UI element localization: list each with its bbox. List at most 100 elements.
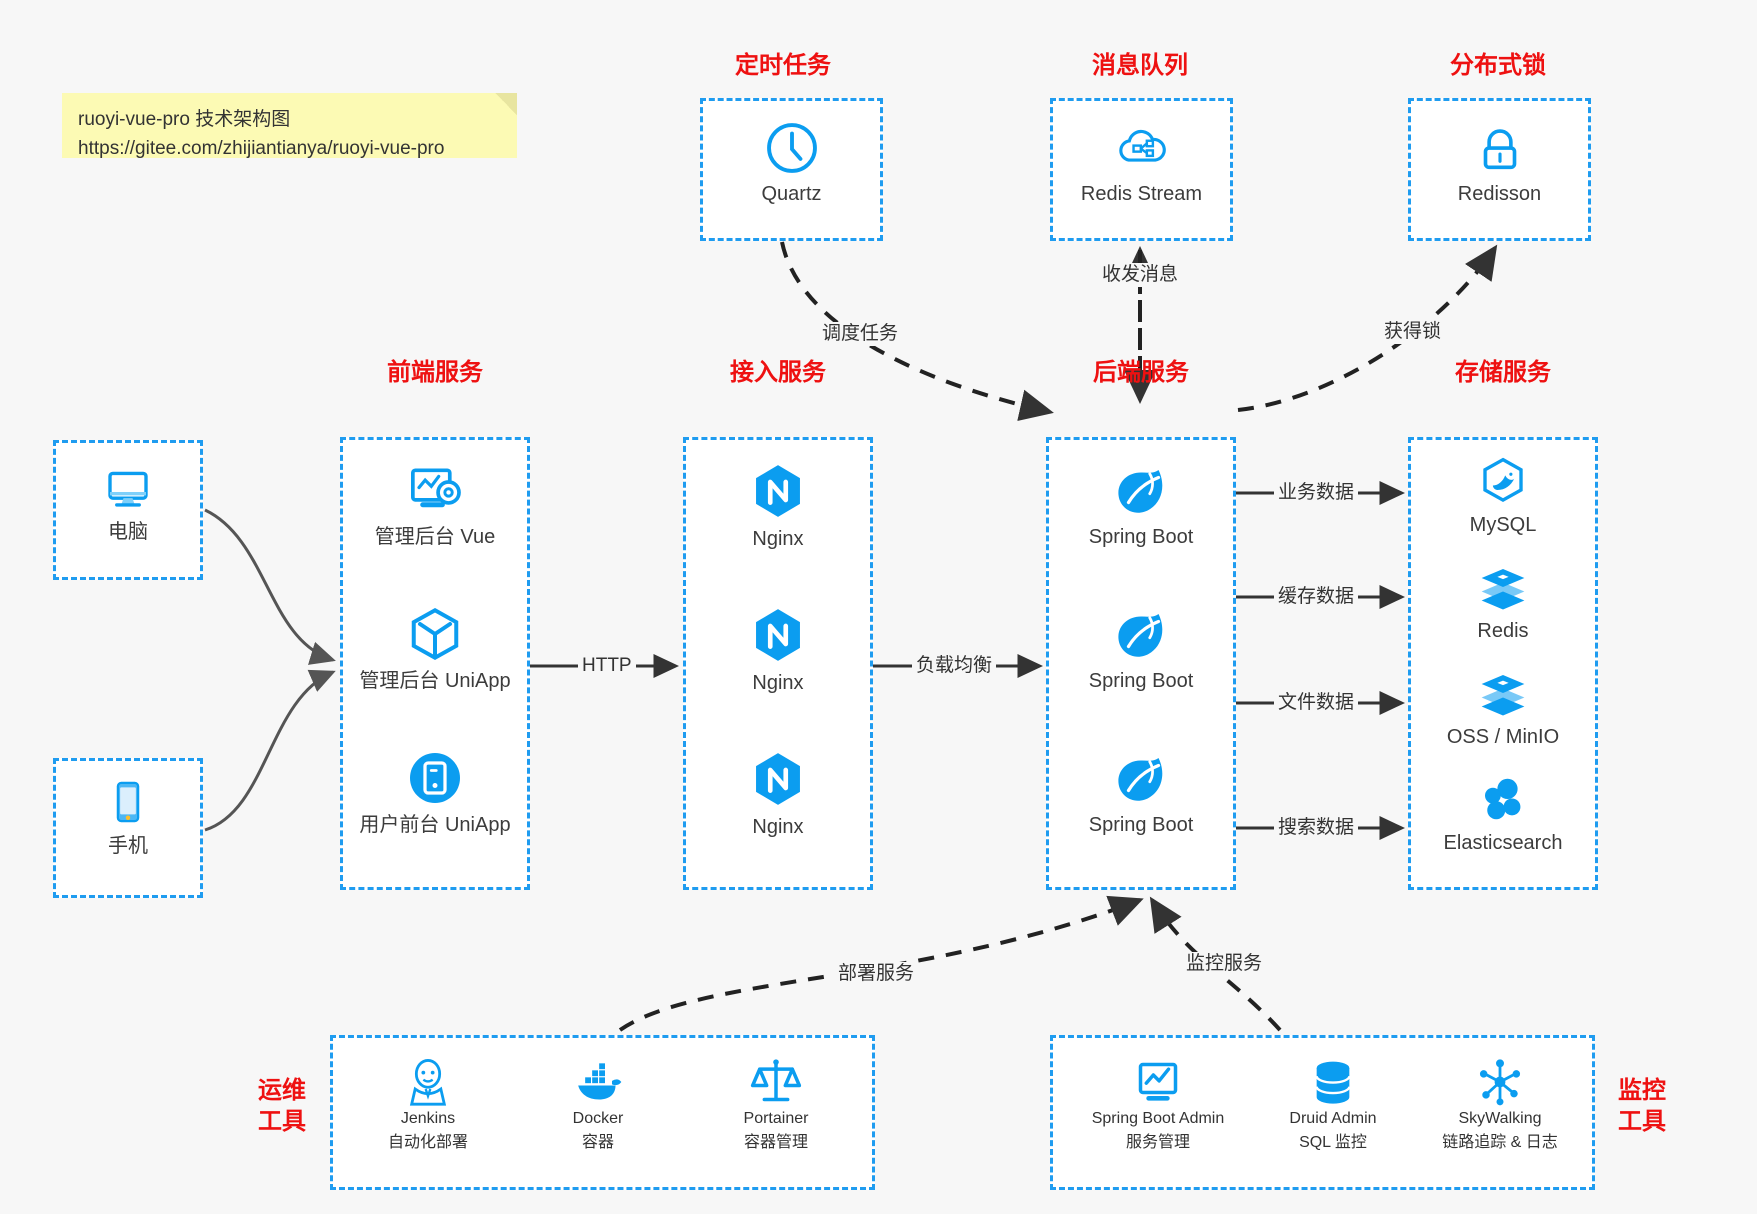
node-label: Spring Boot: [1088, 670, 1194, 692]
node-label: Redis Stream: [1080, 183, 1203, 205]
spring-leaf-icon: [1118, 470, 1163, 513]
note-line-title: ruoyi-vue-pro 技术架构图: [78, 109, 291, 130]
node-label: Nginx: [752, 816, 804, 838]
node-quartz[interactable]: Quartz: [703, 119, 880, 207]
group-box-storage: MySQL Redis OSS / MinIO: [1408, 437, 1598, 890]
node-label: Nginx: [752, 672, 804, 694]
redis-stack-icon: [1481, 675, 1525, 716]
group-box-monitoring: Spring Boot Admin 服务管理 Druid Admin SQL 监…: [1050, 1035, 1595, 1190]
edge-label-schedule-task: 调度任务: [818, 322, 903, 346]
monitor-chart-icon: [1138, 1062, 1178, 1101]
node-redis[interactable]: Redis: [1411, 560, 1595, 644]
node-label: Redisson: [1457, 183, 1542, 205]
node-label: 手机: [108, 835, 148, 857]
edge-label-http: HTTP: [578, 654, 636, 678]
node-label: Jenkins: [400, 1110, 456, 1127]
devops-title-line2: 工具: [258, 1108, 306, 1135]
monitoring-title-line1: 监控: [1618, 1077, 1666, 1104]
node-redis-stream[interactable]: Redis Stream: [1053, 119, 1230, 207]
lock-icon: [1483, 129, 1516, 170]
group-box-message-queue: Redis Stream: [1050, 98, 1233, 241]
note-fold-corner: [495, 93, 517, 115]
node-nginx-3[interactable]: Nginx: [686, 748, 870, 840]
node-admin-vue[interactable]: 管理后台 Vue: [343, 460, 527, 550]
node-docker[interactable]: Docker 容器: [523, 1054, 673, 1152]
scales-icon: [750, 1059, 802, 1102]
edge-label-file-data: 文件数据: [1274, 691, 1359, 715]
mysql-dolphin-icon: [1483, 457, 1523, 503]
group-title-storage: 存储服务: [1455, 359, 1551, 386]
node-label: MySQL: [1469, 514, 1537, 536]
group-box-client-desktop: 电脑: [53, 440, 203, 580]
edge-label-business-data: 业务数据: [1274, 481, 1359, 505]
group-box-frontend: 管理后台 Vue 管理后台 UniApp 用户前台 UniApp: [340, 437, 530, 890]
group-title-backend: 后端服务: [1093, 359, 1189, 386]
group-box-gateway: Nginx Nginx Nginx: [683, 437, 873, 890]
clock-icon: [766, 123, 817, 173]
node-sublabel: SQL 监控: [1299, 1134, 1367, 1151]
edge-label-monitor-service: 监控服务: [1182, 952, 1267, 976]
monitoring-title-line2: 工具: [1618, 1108, 1666, 1135]
node-desktop[interactable]: 电脑: [56, 461, 200, 545]
node-label: Druid Admin: [1289, 1110, 1377, 1127]
node-portainer[interactable]: Portainer 容器管理: [696, 1054, 856, 1152]
node-label: Spring Boot: [1088, 814, 1194, 836]
dashboard-gear-icon: [411, 468, 461, 508]
group-box-client-mobile: 手机: [53, 758, 203, 898]
elasticsearch-icon: [1485, 778, 1521, 820]
node-spring-boot-3[interactable]: Spring Boot: [1049, 748, 1233, 838]
node-label: Docker: [572, 1110, 624, 1127]
group-box-backend: Spring Boot Spring Boot Spring Boot: [1046, 437, 1236, 890]
mobile-icon: [116, 781, 140, 823]
desktop-icon: [108, 471, 148, 507]
node-label: 电脑: [108, 521, 148, 543]
node-jenkins[interactable]: Jenkins 自动化部署: [353, 1054, 503, 1152]
node-label: Spring Boot: [1088, 526, 1194, 548]
node-label: Elasticsearch: [1443, 832, 1563, 854]
database-icon: [1315, 1061, 1351, 1104]
node-spring-boot-2[interactable]: Spring Boot: [1049, 604, 1233, 694]
node-mysql[interactable]: MySQL: [1411, 454, 1595, 538]
cube-icon: [411, 607, 459, 661]
edge-label-send-receive-message: 收发消息: [1098, 263, 1183, 287]
node-label: Portainer: [743, 1110, 809, 1127]
group-title-gateway: 接入服务: [730, 359, 826, 386]
group-title-monitoring: 监控 工具: [1612, 1075, 1672, 1137]
node-mobile[interactable]: 手机: [56, 775, 200, 859]
group-box-distributed-lock: Redisson: [1408, 98, 1591, 241]
node-label: Quartz: [761, 183, 822, 205]
app-circle-icon: [410, 753, 460, 803]
node-admin-uniapp[interactable]: 管理后台 UniApp: [343, 604, 527, 694]
node-spring-boot-admin[interactable]: Spring Boot Admin 服务管理: [1063, 1054, 1253, 1152]
node-label: 用户前台 UniApp: [359, 814, 511, 836]
edge-label-acquire-lock: 获得锁: [1380, 320, 1446, 344]
docker-whale-icon: [578, 1063, 622, 1100]
diagram-note: ruoyi-vue-pro 技术架构图 https://gitee.com/zh…: [62, 93, 517, 159]
group-title-message-queue: 消息队列: [1092, 52, 1188, 79]
group-box-scheduled-task: Quartz: [700, 98, 883, 241]
node-druid-admin[interactable]: Druid Admin SQL 监控: [1253, 1054, 1413, 1152]
node-sublabel: 链路追踪 & 日志: [1442, 1134, 1558, 1151]
node-nginx-2[interactable]: Nginx: [686, 604, 870, 696]
node-oss-minio[interactable]: OSS / MinIO: [1411, 666, 1595, 750]
node-label: 管理后台 Vue: [374, 526, 496, 548]
edge-label-cache-data: 缓存数据: [1274, 585, 1359, 609]
node-nginx-1[interactable]: Nginx: [686, 460, 870, 552]
node-sublabel: 自动化部署: [387, 1134, 468, 1151]
node-label: Nginx: [752, 528, 804, 550]
node-user-uniapp[interactable]: 用户前台 UniApp: [343, 748, 527, 838]
node-sublabel: 容器: [581, 1134, 614, 1151]
skywalking-icon: [1479, 1059, 1521, 1106]
node-label: Spring Boot Admin: [1091, 1110, 1225, 1127]
edge-label-load-balance: 负载均衡: [912, 654, 997, 678]
edge-label-search-data: 搜索数据: [1274, 816, 1359, 840]
devops-title-line1: 运维: [258, 1077, 306, 1104]
note-line-url: https://gitee.com/zhijiantianya/ruoyi-vu…: [78, 138, 445, 159]
node-label: 管理后台 UniApp: [359, 670, 511, 692]
node-redisson[interactable]: Redisson: [1411, 119, 1588, 207]
node-spring-boot-1[interactable]: Spring Boot: [1049, 460, 1233, 550]
node-skywalking[interactable]: SkyWalking 链路追踪 & 日志: [1405, 1054, 1595, 1152]
node-elasticsearch[interactable]: Elasticsearch: [1411, 772, 1595, 856]
spring-leaf-icon: [1118, 758, 1163, 801]
